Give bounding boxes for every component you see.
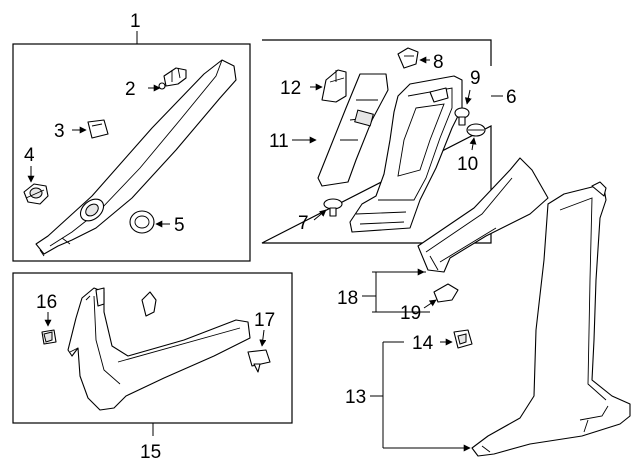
callout-6: 6 bbox=[506, 87, 517, 108]
group-6-box bbox=[261, 39, 492, 244]
callout-7: 7 bbox=[298, 213, 309, 234]
clip-part-3 bbox=[87, 119, 109, 139]
callout-4: 4 bbox=[24, 145, 35, 166]
callout-18: 18 bbox=[337, 288, 358, 309]
callout-13: 13 bbox=[345, 387, 366, 408]
b-pillar-upper-trim bbox=[349, 75, 463, 233]
callout-15: 15 bbox=[140, 442, 161, 463]
callout-12: 12 bbox=[280, 78, 301, 99]
clip-part-8 bbox=[397, 47, 419, 69]
cover-part-5 bbox=[129, 210, 155, 234]
group-1-box bbox=[12, 43, 251, 262]
panel-part-11 bbox=[317, 73, 389, 187]
clip-part-14 bbox=[453, 329, 473, 349]
group-6-b-pillar-upper: 6 11 12 8 bbox=[261, 39, 517, 244]
callout-10: 10 bbox=[457, 154, 478, 175]
clip-part-2 bbox=[158, 67, 187, 90]
b-pillar-lower-trim bbox=[471, 181, 631, 457]
callout-2: 2 bbox=[125, 79, 136, 100]
clip-part-16 bbox=[41, 329, 57, 345]
screw-part-9 bbox=[454, 107, 470, 126]
callout-19: 19 bbox=[400, 303, 421, 324]
clip-part-19 bbox=[433, 283, 459, 303]
callout-5: 5 bbox=[174, 215, 185, 236]
pushpin-part-7 bbox=[323, 198, 343, 217]
cap-part-10 bbox=[466, 123, 486, 137]
callout-14: 14 bbox=[412, 333, 434, 354]
b-pillar-lower-upper-trim bbox=[417, 157, 549, 273]
group-15-lower-trim: 15 16 17 bbox=[12, 272, 293, 463]
callout-9: 9 bbox=[470, 68, 481, 89]
group-1-a-pillar-trim: 1 2 3 4 bbox=[12, 11, 251, 262]
callout-3: 3 bbox=[54, 121, 65, 142]
grommet-part-4 bbox=[23, 183, 49, 205]
callout-16: 16 bbox=[36, 292, 57, 313]
callout-1: 1 bbox=[130, 11, 141, 32]
clip-part-12 bbox=[321, 69, 347, 103]
lower-trim-part bbox=[67, 287, 251, 411]
callout-11: 11 bbox=[269, 131, 289, 152]
callout-8: 8 bbox=[433, 52, 444, 73]
callout-17: 17 bbox=[254, 310, 275, 331]
clip-part-17 bbox=[247, 349, 271, 373]
